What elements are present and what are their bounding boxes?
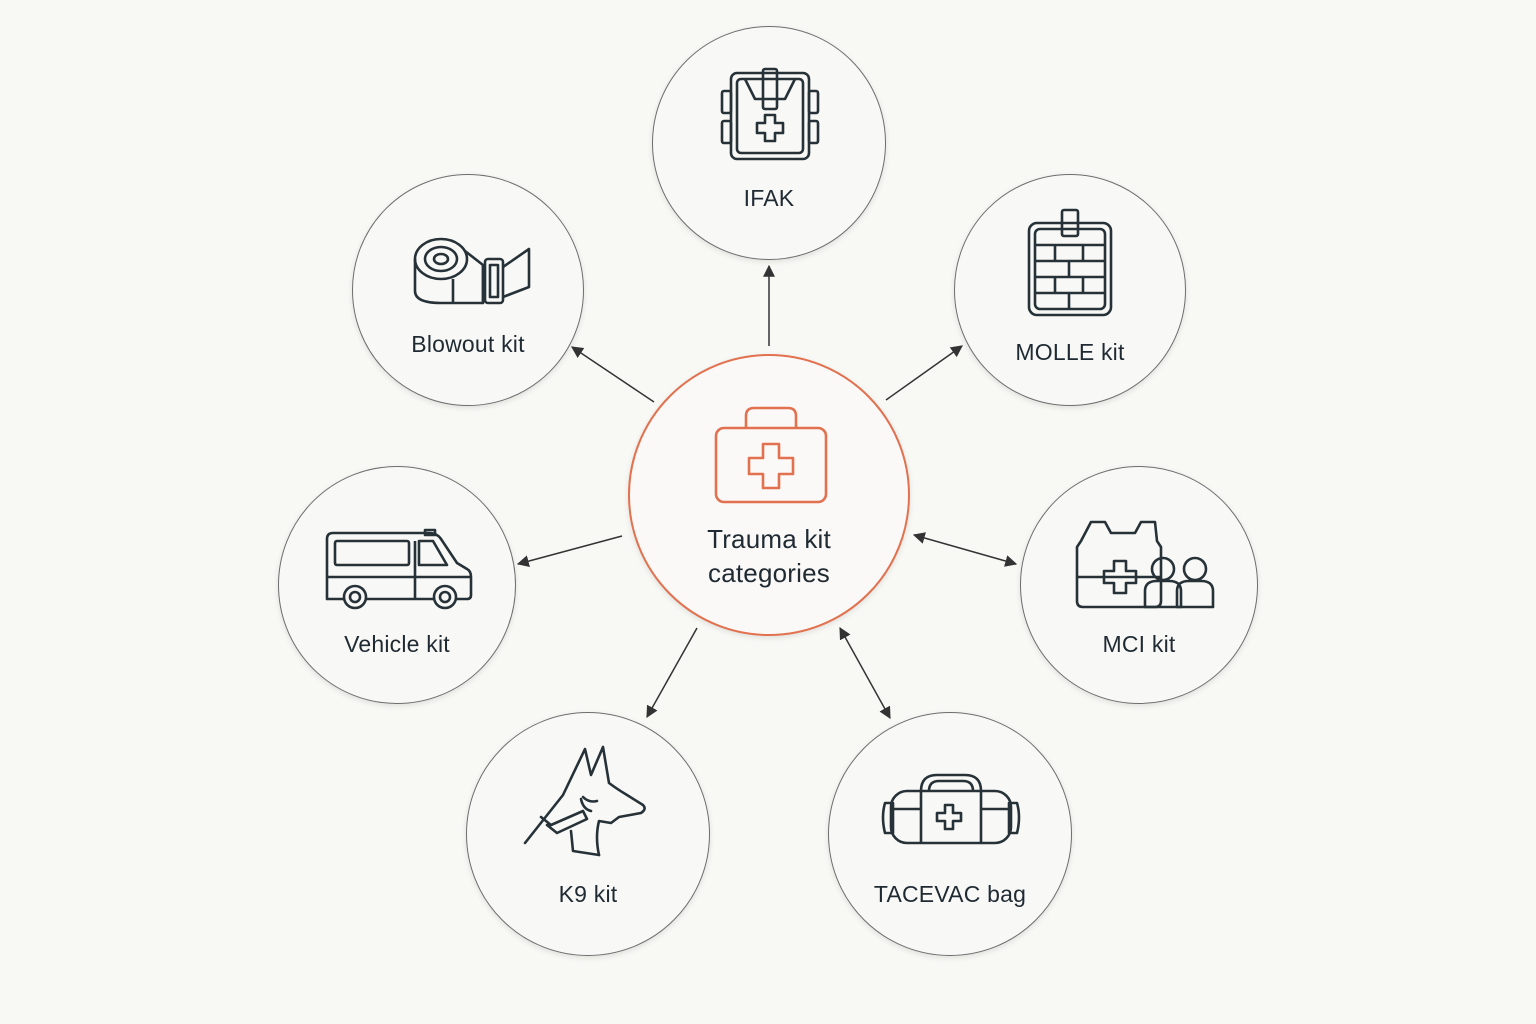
molle-pouch-icon — [1027, 208, 1113, 317]
node-label: TACEVAC bag — [873, 881, 1027, 907]
node-tacevac[interactable]: TACEVAC bag — [828, 712, 1072, 956]
node-k9[interactable]: K9 kit — [466, 712, 710, 956]
arrow-to-blowout — [571, 346, 655, 403]
node-label: Blowout kit — [411, 331, 525, 357]
medical-backpack-icon — [720, 67, 820, 161]
arrow-to-vehicle — [516, 535, 623, 567]
arrow-to-mci — [912, 532, 1018, 567]
node-vehicle[interactable]: Vehicle kit — [278, 466, 516, 704]
bandage-roll-icon — [413, 237, 531, 305]
dog-icon — [523, 745, 646, 857]
node-label: K9 kit — [558, 881, 618, 907]
node-mci[interactable]: MCI kit — [1020, 466, 1258, 704]
center-label-line-2: categories — [708, 558, 830, 588]
center-node[interactable]: Trauma kit categories — [628, 354, 910, 636]
arrow-to-k9 — [646, 627, 698, 719]
vest-and-people-icon — [1075, 520, 1215, 609]
center-label: Trauma kit categories — [630, 522, 908, 590]
arrow-to-tacevac — [839, 626, 891, 720]
duffel-bag-icon — [881, 773, 1021, 845]
node-label: MCI kit — [1102, 631, 1176, 657]
node-blowout[interactable]: Blowout kit — [352, 174, 584, 406]
arrow-to-molle — [885, 345, 963, 401]
node-molle[interactable]: MOLLE kit — [954, 174, 1186, 406]
center-label-line-1: Trauma kit — [707, 524, 831, 554]
first-aid-kit-icon — [714, 406, 828, 504]
node-label: IFAK — [743, 185, 795, 211]
node-ifak[interactable]: IFAK — [652, 26, 886, 260]
van-icon — [325, 528, 473, 610]
node-label: Vehicle kit — [344, 631, 450, 657]
node-label: MOLLE kit — [1015, 339, 1125, 365]
